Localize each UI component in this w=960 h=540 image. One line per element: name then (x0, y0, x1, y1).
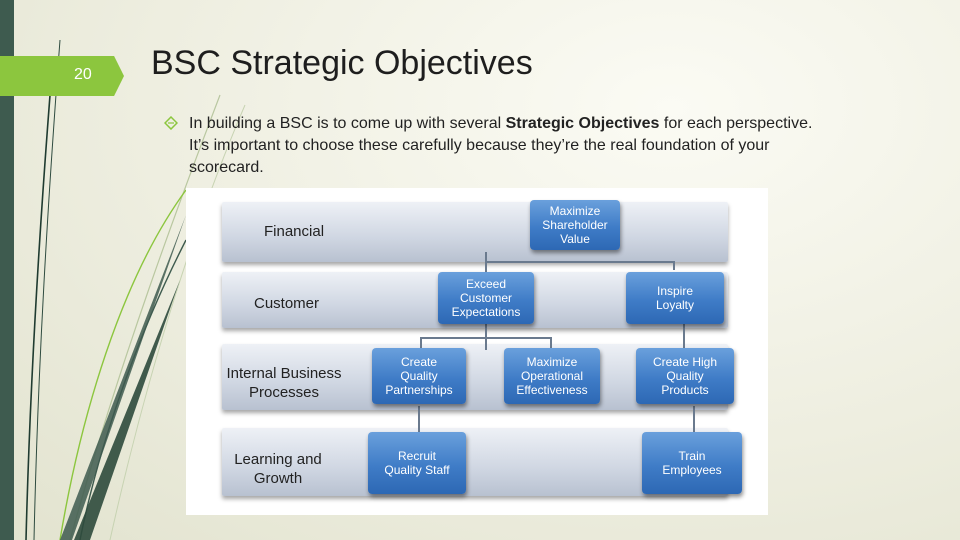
slide-number: 20 (74, 66, 92, 83)
bsc-strategy-map: Financial Customer Internal Business Pro… (186, 188, 768, 515)
label-learning-and-growth: Learning and Growth (234, 451, 322, 487)
bullet-text-suffix: for each perspective. It’s important to … (189, 115, 813, 176)
bullet-text-bold: Strategic Objectives (505, 115, 660, 132)
label-financial: Financial (264, 223, 325, 240)
bullet-paragraph: In building a BSC is to come up with sev… (189, 113, 829, 179)
connector-loyalty-up (485, 252, 675, 270)
band-financial (222, 202, 728, 262)
page-title: BSC Strategic Objectives (151, 44, 533, 82)
bullet-text-prefix: In building a BSC is to come up with sev… (189, 115, 506, 132)
slide-number-tab: 20 (0, 56, 124, 96)
connector-internal-left (420, 337, 552, 350)
connector-lines (418, 252, 695, 432)
left-sidebar-bar (0, 0, 14, 540)
diamond-bullet-icon (164, 116, 178, 130)
label-internal-business-processes: Internal Business Processes (226, 365, 342, 401)
label-customer: Customer (254, 295, 320, 312)
